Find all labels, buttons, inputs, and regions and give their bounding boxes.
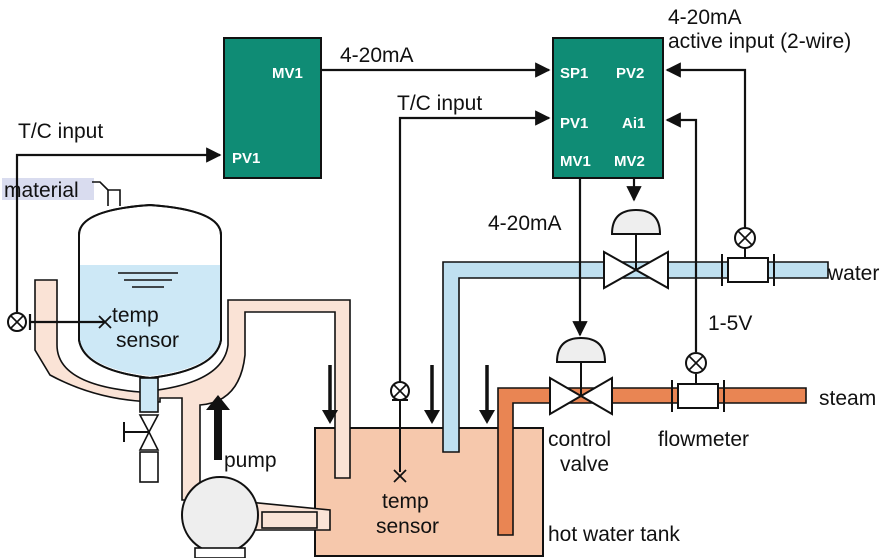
tc-input-left-label: T/C input <box>18 120 103 143</box>
water-pipe <box>442 261 829 453</box>
controller-right-sp1: SP1 <box>560 65 588 82</box>
controller-right-pv2: PV2 <box>616 65 644 82</box>
pump[interactable] <box>181 476 331 558</box>
controller-right-mv2: MV2 <box>614 153 645 170</box>
tank-transmitter-icon <box>390 381 410 401</box>
hot-water-tank-label: hot water tank <box>548 523 680 546</box>
drain-valve[interactable] <box>123 414 160 451</box>
temp-sensor-tank-line1: temp <box>382 490 429 513</box>
signal-wires <box>15 62 747 472</box>
active-input-line1: 4-20mA <box>668 6 742 29</box>
active-input-line2: active input (2-wire) <box>668 30 851 53</box>
water-control-valve[interactable] <box>603 208 669 290</box>
ma-valve-label: 4-20mA <box>488 212 562 235</box>
vessel-sensor-mark <box>98 315 112 329</box>
controller-left[interactable]: MV1 PV1 <box>223 37 322 179</box>
steam-pipe <box>497 387 807 536</box>
water-flowmeter[interactable] <box>721 227 775 286</box>
pump-flow-arrow <box>206 395 230 460</box>
temp-sensor-vessel-line2: sensor <box>116 329 179 352</box>
temp-sensor-tank-line2: sensor <box>376 515 439 538</box>
material-label: material <box>4 179 79 202</box>
reactor-vessel <box>78 189 222 483</box>
control-valve-line2: valve <box>560 453 609 476</box>
control-valve-line1: control <box>548 428 611 451</box>
v1-5-label: 1-5V <box>708 312 752 335</box>
steam-control-valve[interactable] <box>549 336 613 416</box>
controller-right-ai1: Ai1 <box>622 115 645 132</box>
steam-label: steam <box>819 387 876 410</box>
vessel-jacket <box>34 279 351 501</box>
flowmeter-label: flowmeter <box>658 428 749 451</box>
tc-input-right-label: T/C input <box>397 92 482 115</box>
controller-right[interactable]: SP1 PV2 PV1 Ai1 MV1 MV2 <box>552 37 664 179</box>
water-label: water <box>827 262 879 285</box>
material-inlet: material <box>2 178 109 202</box>
heat-arrows <box>322 365 495 424</box>
tank-sensor-mark <box>393 469 407 483</box>
controller-left-mv1: MV1 <box>272 65 303 82</box>
pump-label: pump <box>224 449 277 472</box>
steam-flowmeter[interactable] <box>671 352 725 412</box>
ma-top-label: 4-20mA <box>340 44 414 67</box>
controller-right-mv1: MV1 <box>560 153 591 170</box>
controller-right-pv1: PV1 <box>560 115 588 132</box>
vessel-transmitter-icon <box>7 312 27 332</box>
temp-sensor-vessel-line1: temp <box>112 304 159 327</box>
controller-left-pv1: PV1 <box>232 150 260 167</box>
